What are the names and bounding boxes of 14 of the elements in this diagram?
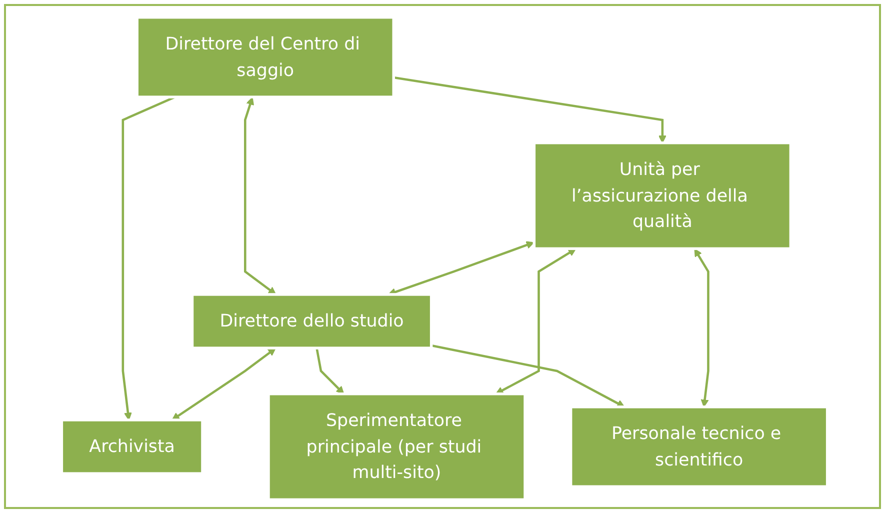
node-box: Unità per l’assicurazione della qualità	[532, 141, 792, 250]
arrow	[393, 76, 666, 144]
node-box: Personale tecnico e scientifico	[569, 406, 829, 488]
arrow	[244, 97, 276, 295]
node-box: Direttore dello studio	[190, 293, 433, 350]
arrow	[495, 248, 576, 394]
arrow	[172, 348, 276, 420]
arrow	[694, 248, 710, 408]
node-box: Sperimentatore principale (per studi multi-sito)	[267, 392, 526, 502]
node-box: Direttore del Centro di saggio	[136, 16, 395, 98]
arrow	[431, 344, 625, 408]
arrow	[316, 348, 344, 394]
arrow	[122, 96, 176, 420]
node-box: Archivista	[60, 418, 204, 475]
